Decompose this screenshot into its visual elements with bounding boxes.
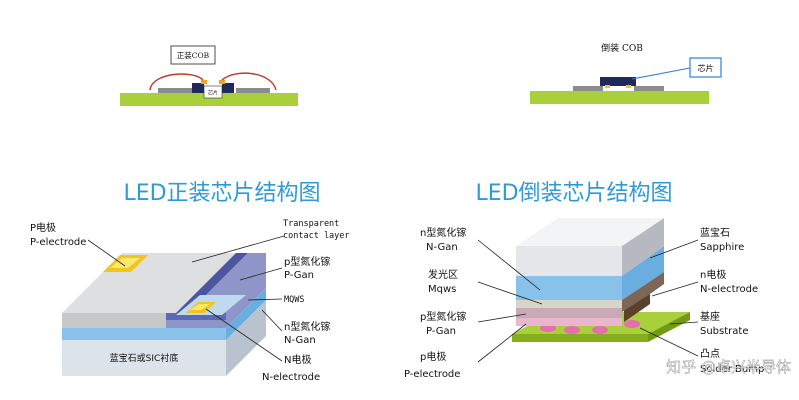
chip-box [203,85,223,99]
left-diagram-title: LED正装芯片结构图 [123,181,320,206]
bump-cn: 凸点 [700,348,720,360]
face-up-label: 正装COB [177,50,210,60]
flip-mqws-en: Mqws [428,284,456,295]
face-up-cob-sketch: 芯片 正装COB [120,45,298,106]
n-gan-en: N-Gan [284,335,316,346]
sapphire-front [516,246,622,276]
substrate-cn: 基座 [700,310,720,323]
callout-label-flip: 芯片 [698,63,714,73]
substrate-front [62,340,226,376]
n-electrode-edge [622,272,664,312]
leader-substrate [669,321,699,325]
leader-bump [639,327,699,357]
p-electrode-en: P-electrode [30,237,86,248]
leader-p-gan [239,267,283,281]
leader-p-gan [477,313,527,323]
solder-bump-2 [564,326,580,334]
leader-n-gan [477,239,541,291]
flip-chip-label: 倒装 COB [601,42,643,54]
face-up-label-box [170,45,216,65]
electrode-left [192,83,204,93]
leader-n-electrode [205,308,283,362]
right-diagram-title: LED倒装芯片结构图 [475,181,672,206]
leader-n-gan [261,309,283,332]
flip-p-electrode-en: P-electrode [404,369,460,380]
flip-mqws-cn: 发光区 [428,268,458,281]
leader-p-electrode [87,239,126,267]
leader-p-electrode [477,323,527,363]
pad-left-flip [573,86,603,91]
flip-p-gan-cn: p型氮化镓 [420,310,466,323]
flip-p-electrode-cn: p电极 [420,350,446,363]
callout-line-flip [631,67,691,80]
flip-chip-cob-sketch: 芯片 倒装 COB [530,42,722,104]
leader-mqws [247,298,283,301]
n-gan-cn: n型氮化镓 [284,320,330,333]
callout-box-flip [689,57,722,78]
n-electrode-en: N-electrode [262,372,320,383]
leader-transparent [191,235,285,263]
sapphire-cn: 蓝宝石 [700,226,730,239]
chip-label: 芯片 [208,90,218,97]
flip-n-gan-cn: n型氮化镓 [420,226,466,239]
bump-en: Solder Bump [700,364,764,375]
flip-p-gan-en: P-Gan [426,326,456,337]
n-gan-side [622,246,664,300]
sapphire-side [622,218,664,276]
n-electrode-cn: N电极 [284,353,311,366]
substrate-label: 蓝宝石或SIC衬底 [110,352,179,364]
sapphire-top [516,218,664,246]
flip-n-gan-en: N-Gan [426,242,458,253]
n-gan-front [516,276,622,300]
pad-right-flip [634,86,664,91]
bond-wire-right [221,72,277,91]
sapphire-en: Sapphire [700,242,744,253]
bond-wire-left [149,73,204,91]
p-gan-en: P-Gan [284,270,314,281]
n-gan-side [226,288,266,340]
substrate-front [512,334,648,342]
watermark: 知乎 @卓兴半导体 [666,358,791,376]
flip-n-electrode-en: N-electrode [700,284,758,295]
solder-bump-4 [624,320,640,328]
pcb-board [120,93,298,106]
leader-mqws [477,281,543,305]
p-electrode-highlight [110,258,140,268]
transparent-layer-top [62,253,236,313]
mqws-layer [516,300,622,308]
bump-right-flip [626,85,631,88]
p-electrode-layer [516,318,622,326]
bond-pad-left [201,80,207,84]
transparent-label-1: Transparent [283,219,339,229]
p-gan-front [62,313,166,328]
step-blue-face [166,253,266,328]
transparent-label-2: contact layer [283,231,350,241]
flip-chip-diagram: n型氮化镓 N-Gan 发光区 Mqws p型氮化镓 P-Gan p电极 P-e… [404,218,764,380]
solder-bump-3 [592,326,608,334]
pad-right [236,88,270,93]
leader-sapphire [649,239,699,259]
p-electrode-cn: P电极 [30,221,56,234]
substrate-en: Substrate [700,326,748,337]
p-gan-cn: p型氮化镓 [284,255,330,268]
pcb-board-flip [530,91,709,104]
n-electrode-highlight [190,304,210,310]
p-gan-layer [516,308,622,318]
p-gan-step-edge [176,253,248,313]
flip-n-electrode-cn: n电极 [700,268,726,281]
mqws-label: MQWS [284,295,304,305]
n-gan-front [62,328,226,340]
face-up-chip-diagram: 蓝宝石或SIC衬底 P电极 P-electrode Transparent co… [30,219,350,383]
substrate-side [648,312,690,342]
bond-pad-right [219,80,225,84]
leader-n-electrode [651,281,699,297]
flip-chip-body [600,77,636,86]
bump-left-flip [605,85,610,88]
pad-left [158,88,192,93]
electrode-right [222,83,234,93]
substrate-side [226,300,266,376]
